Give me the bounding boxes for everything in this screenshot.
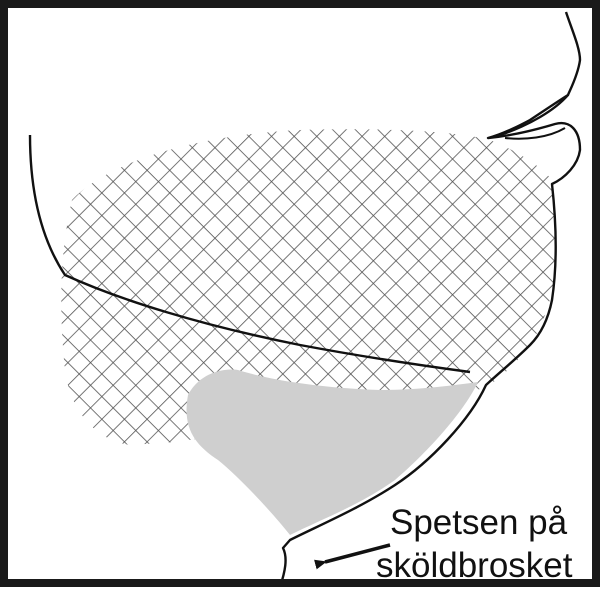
label-line-1: Spetsen på: [390, 503, 568, 542]
